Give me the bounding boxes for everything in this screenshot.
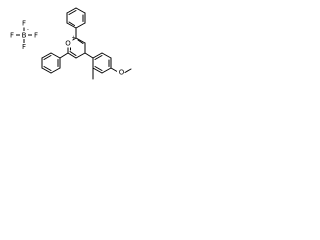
fluorine-top-atom: F — [22, 20, 26, 28]
structure-canvas: B - F F F F — [0, 0, 152, 152]
methoxy-oxygen-atom: O — [119, 69, 125, 77]
left-phenyl-ring — [41, 52, 61, 74]
methoxy-methyl-bond — [124, 68, 132, 73]
tetrafluoroborate-counterion: B - F F F F — [8, 19, 40, 51]
chemical-structure: B - F F F F — [8, 7, 132, 80]
pyrylium-oxygen-atom: O — [65, 40, 71, 48]
bond-aryl — [84, 52, 94, 59]
bond-left-phenyl — [59, 52, 69, 59]
fluorine-left-atom: F — [10, 32, 14, 40]
fluorine-right-atom: F — [34, 32, 38, 40]
top-phenyl-ring — [66, 7, 86, 29]
boron-atom: B — [22, 32, 27, 40]
methoxy-methylphenyl-ring — [92, 52, 112, 74]
methoxy-bond — [110, 67, 119, 73]
boron-negative-charge: - — [27, 27, 29, 33]
oxygen-positive-charge: + — [72, 35, 76, 41]
fluorine-bottom-atom: F — [22, 43, 26, 51]
